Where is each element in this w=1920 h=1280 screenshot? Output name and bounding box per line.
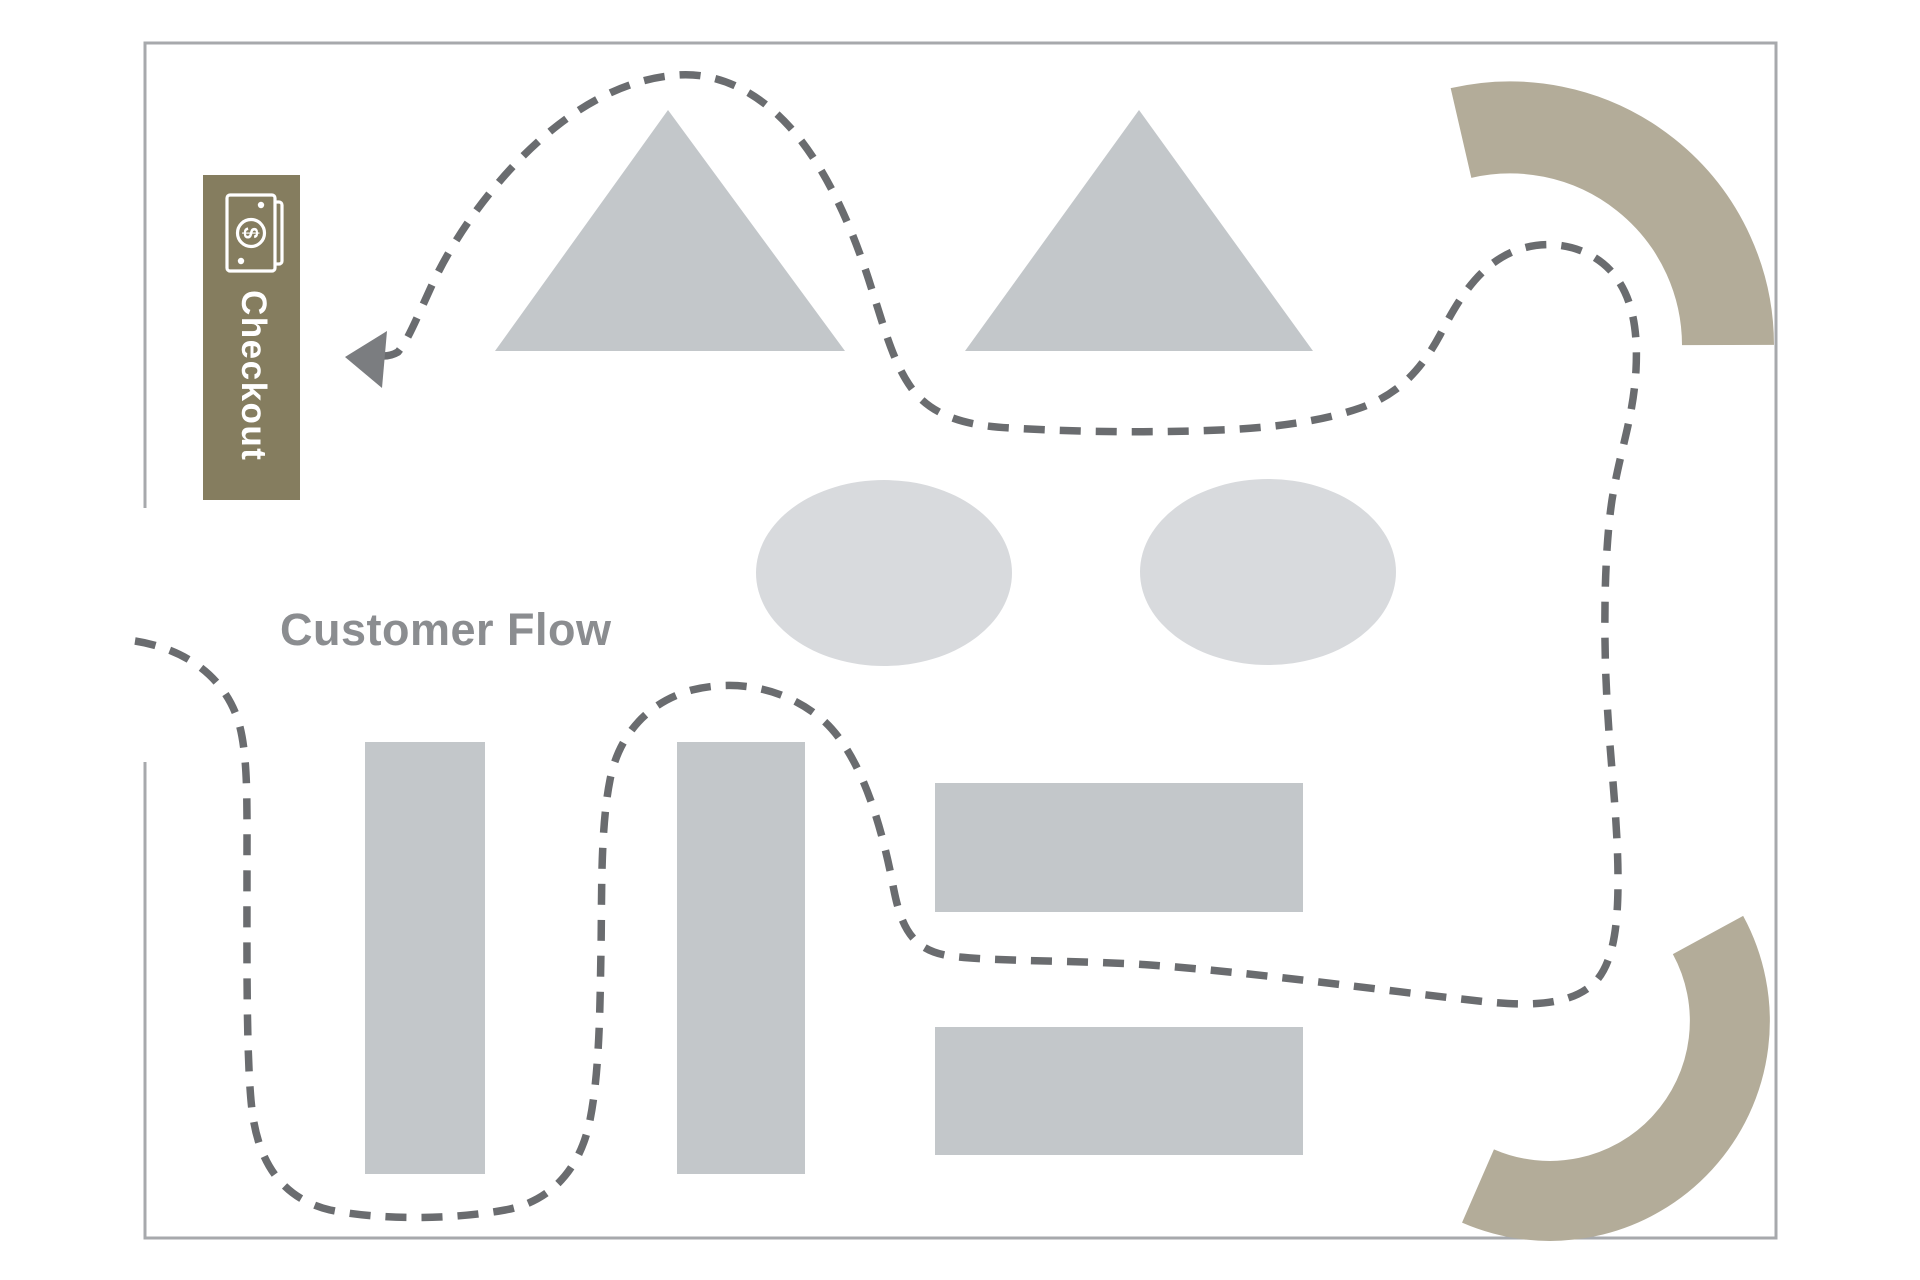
vertical-shelf-left [365, 742, 485, 1174]
money-icon-coin-circle [235, 217, 267, 249]
money-icon-dot-left [257, 201, 265, 209]
vertical-shelf-right [677, 742, 805, 1174]
corner-arc-top-right [1450, 81, 1774, 347]
customer-flow-caption: Customer Flow [280, 604, 612, 655]
horizontal-shelf-top [935, 783, 1303, 912]
oval-fixture-left [756, 480, 1012, 666]
triangle-fixture-left [495, 110, 845, 351]
triangle-fixture-right [965, 110, 1313, 351]
customer-flow-dashed-path [134, 71, 1641, 1222]
checkout-label: Checkout [234, 290, 273, 461]
frame-top-right-bottom-walls [143, 41, 1778, 1240]
floor-frame [143, 41, 1778, 1240]
money-icon-dot-right [237, 257, 245, 265]
horizontal-shelf-bottom [935, 1027, 1303, 1155]
flow-arrow [345, 331, 387, 388]
money-icon: $ [225, 193, 284, 273]
corner-arc-bottom-right [1462, 915, 1770, 1241]
money-icon-dollar-sign: $ [239, 227, 262, 239]
money-icon-front-bill [225, 193, 277, 273]
oval-fixture-right [1140, 479, 1396, 665]
